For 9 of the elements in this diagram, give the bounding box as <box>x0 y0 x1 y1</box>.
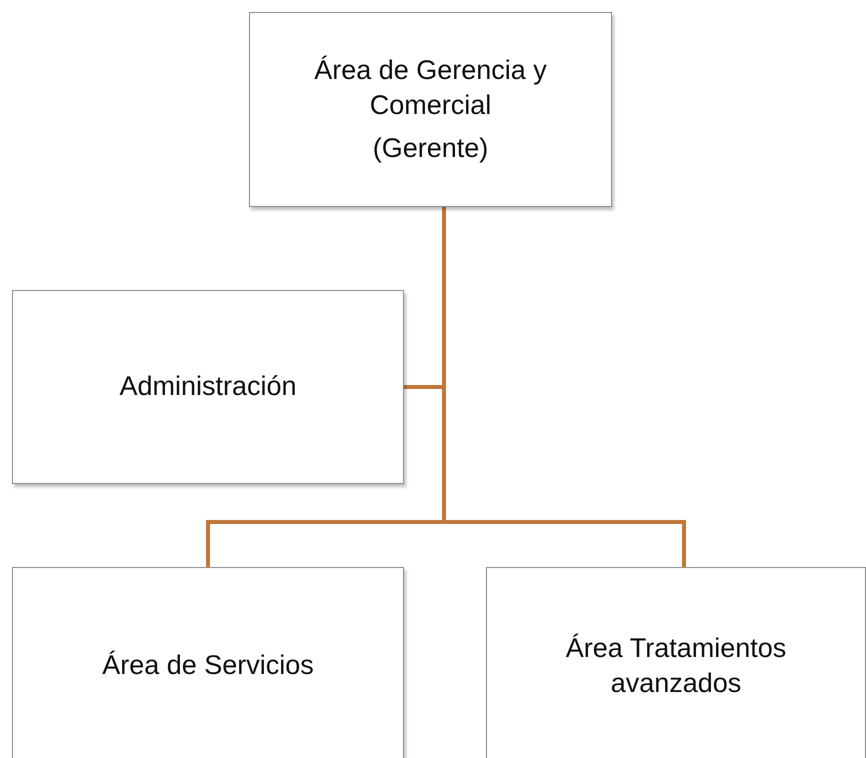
box-title: Área de Servicios <box>102 649 314 682</box>
org-box <box>249 12 612 207</box>
org-box <box>12 290 404 484</box>
box-subtitle: (Gerente) <box>372 132 488 166</box>
org-box <box>486 567 866 758</box>
box-title: Área Tratamientos avanzados <box>564 632 788 700</box>
box-title: Administración <box>119 370 297 404</box>
box-title: Área de Gerencia y Comercial <box>313 54 548 122</box>
org-box <box>12 567 404 758</box>
